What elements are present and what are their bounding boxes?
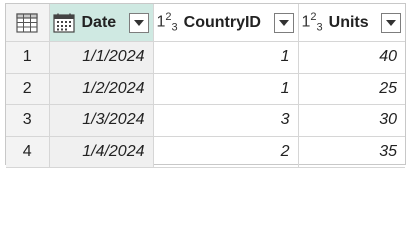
- calendar-icon: [52, 13, 75, 33]
- whole-number-type-icon: 123: [156, 11, 178, 34]
- date-cell[interactable]: 1/2/2024: [48, 72, 154, 105]
- units-cell[interactable]: 40: [297, 41, 405, 74]
- data-table: Date 123 CountryID: [6, 4, 405, 168]
- column-header-date[interactable]: Date: [48, 4, 154, 42]
- chevron-down-icon: [133, 19, 144, 26]
- column-label-date: Date: [81, 13, 117, 31]
- units-cell[interactable]: 30: [297, 104, 405, 137]
- column-label-countryid: CountryID: [183, 13, 261, 31]
- date-cell[interactable]: 1/3/2024: [48, 104, 154, 137]
- chevron-down-icon: [386, 19, 396, 26]
- column-header-countryid[interactable]: 123 CountryID: [152, 4, 299, 42]
- chevron-down-icon: [278, 19, 289, 26]
- countryid-filter-dropdown-button[interactable]: [273, 12, 294, 33]
- table-row[interactable]: 4 1/4/2024 2 35: [6, 135, 405, 168]
- countryid-cell[interactable]: 3: [152, 104, 299, 137]
- header-row: Date 123 CountryID: [6, 4, 405, 42]
- column-label-units: Units: [328, 13, 369, 31]
- countryid-cell[interactable]: 1: [152, 41, 299, 74]
- countryid-cell[interactable]: 2: [152, 135, 299, 168]
- table-row[interactable]: 3 1/3/2024 3 30: [6, 104, 405, 137]
- table-row[interactable]: 2 1/2/2024 1 25: [6, 72, 405, 105]
- data-preview-grid: Date 123 CountryID: [5, 3, 406, 168]
- row-number[interactable]: 3: [6, 104, 50, 137]
- column-header-units[interactable]: 123 Units: [297, 4, 405, 42]
- row-number[interactable]: 4: [6, 135, 50, 168]
- table-row[interactable]: 1 1/1/2024 1 40: [6, 41, 405, 74]
- date-cell[interactable]: 1/4/2024: [48, 135, 154, 168]
- date-filter-dropdown-button[interactable]: [128, 12, 149, 33]
- countryid-cell[interactable]: 1: [152, 72, 299, 105]
- whole-number-type-icon: 123: [301, 11, 323, 34]
- units-filter-dropdown-button[interactable]: [381, 12, 401, 33]
- row-number[interactable]: 1: [6, 41, 50, 74]
- units-cell[interactable]: 25: [297, 72, 405, 105]
- units-cell[interactable]: 35: [297, 135, 405, 168]
- date-cell[interactable]: 1/1/2024: [48, 41, 154, 74]
- table-menu-button[interactable]: [6, 4, 50, 42]
- table-grid-icon: [16, 12, 38, 33]
- row-number[interactable]: 2: [6, 72, 50, 105]
